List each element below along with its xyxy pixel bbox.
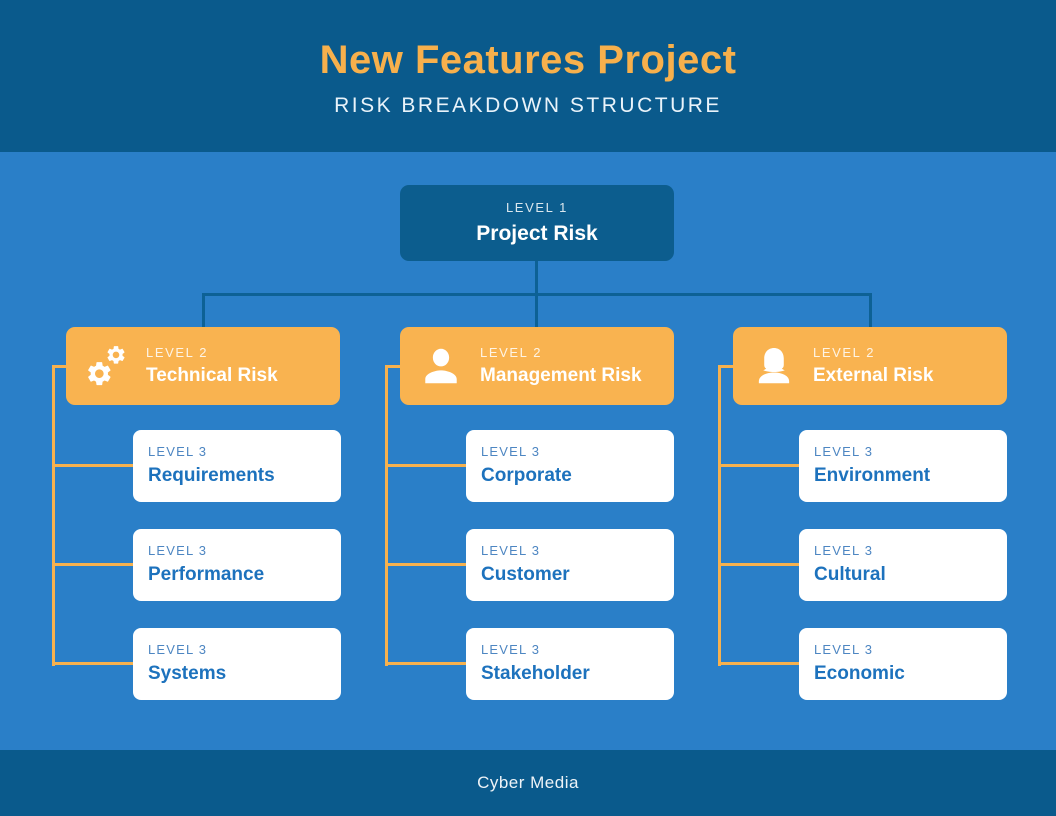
node-title: Project Risk <box>476 222 598 245</box>
connector-branch1-vertical <box>52 365 55 666</box>
node-title: Requirements <box>148 465 275 486</box>
connector-branch2-stub <box>385 365 402 368</box>
node-customer: LEVEL 3 Customer <box>466 529 674 601</box>
level-label: LEVEL 3 <box>148 543 208 558</box>
connector-right-drop <box>869 293 872 329</box>
level-label: LEVEL 1 <box>505 200 569 215</box>
connector-horizontal <box>202 293 872 296</box>
connector-left-drop <box>202 293 205 329</box>
level-label: LEVEL 2 <box>480 345 543 360</box>
connector-branch1-child3 <box>52 662 135 665</box>
node-title: External Risk <box>813 365 934 386</box>
connector-branch3-vertical <box>718 365 721 666</box>
level-label: LEVEL 3 <box>814 543 874 558</box>
footer-brand: Cyber Media <box>477 773 579 792</box>
connector-branch2-child1 <box>385 464 468 467</box>
connector-branch1-stub <box>52 365 68 368</box>
connector-branch2-child2 <box>385 563 468 566</box>
node-title: Management Risk <box>480 365 642 386</box>
connector-branch1-child2 <box>52 563 135 566</box>
node-external-risk: LEVEL 2 External Risk <box>733 327 1007 405</box>
level-label: LEVEL 2 <box>813 345 876 360</box>
node-title: Stakeholder <box>481 663 590 684</box>
connector-branch3-child2 <box>718 563 801 566</box>
node-title: Cultural <box>814 564 886 585</box>
person-female-icon <box>751 343 797 389</box>
connector-branch3-child3 <box>718 662 801 665</box>
header: New Features Project RISK BREAKDOWN STRU… <box>0 0 1056 152</box>
node-title: Customer <box>481 564 570 585</box>
node-corporate: LEVEL 3 Corporate <box>466 430 674 502</box>
gears-icon <box>84 343 130 389</box>
node-project-risk: LEVEL 1 Project Risk <box>400 185 674 261</box>
node-title: Systems <box>148 663 227 684</box>
node-stakeholder: LEVEL 3 Stakeholder <box>466 628 674 700</box>
node-title: Economic <box>814 663 905 684</box>
level-label: LEVEL 3 <box>481 642 541 657</box>
node-technical-risk: LEVEL 2 Technical Risk <box>66 327 340 405</box>
node-title: Environment <box>814 465 931 486</box>
footer: Cyber Media <box>0 750 1056 816</box>
page-subtitle: RISK BREAKDOWN STRUCTURE <box>334 94 722 117</box>
node-title: Technical Risk <box>146 365 278 386</box>
page-title: New Features Project <box>319 38 737 82</box>
connector-branch2-child3 <box>385 662 468 665</box>
node-requirements: LEVEL 3 Requirements <box>133 430 341 502</box>
person-icon <box>418 343 464 389</box>
connector-branch3-stub <box>718 365 735 368</box>
node-management-risk: LEVEL 2 Management Risk <box>400 327 674 405</box>
level-label: LEVEL 3 <box>148 642 208 657</box>
node-title: Corporate <box>481 465 572 486</box>
node-economic: LEVEL 3 Economic <box>799 628 1007 700</box>
level-label: LEVEL 3 <box>148 444 208 459</box>
connector-branch1-child1 <box>52 464 135 467</box>
node-performance: LEVEL 3 Performance <box>133 529 341 601</box>
node-environment: LEVEL 3 Environment <box>799 430 1007 502</box>
node-cultural: LEVEL 3 Cultural <box>799 529 1007 601</box>
level-label: LEVEL 3 <box>481 444 541 459</box>
connector-branch3-child1 <box>718 464 801 467</box>
node-systems: LEVEL 3 Systems <box>133 628 341 700</box>
level-label: LEVEL 3 <box>814 642 874 657</box>
connector-branch2-vertical <box>385 365 388 666</box>
level-label: LEVEL 3 <box>481 543 541 558</box>
level-label: LEVEL 2 <box>146 345 209 360</box>
level-label: LEVEL 3 <box>814 444 874 459</box>
node-title: Performance <box>148 564 265 585</box>
